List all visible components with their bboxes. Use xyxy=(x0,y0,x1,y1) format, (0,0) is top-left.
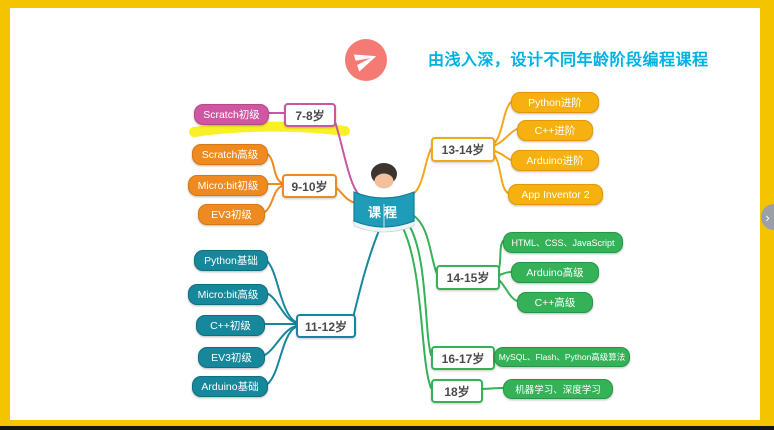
node-arduino-advanced[interactable]: Arduino进阶 xyxy=(511,150,599,171)
node-arduino-senior[interactable]: Arduino高级 xyxy=(511,262,599,283)
node-cpp-senior[interactable]: C++高级 xyxy=(517,292,593,313)
node-age-13-14[interactable]: 13-14岁 xyxy=(431,137,495,162)
node-ml-dl[interactable]: 机器学习、深度学习 xyxy=(503,379,613,399)
node-ev3-beginner-9-10[interactable]: EV3初级 xyxy=(198,204,265,225)
node-cpp-beginner[interactable]: C++初级 xyxy=(196,315,265,336)
node-arduino-basic[interactable]: Arduino基础 xyxy=(192,376,268,397)
chevron-right-icon: › xyxy=(765,209,770,225)
node-cpp-advanced[interactable]: C++进阶 xyxy=(517,120,593,141)
node-microbit-beginner[interactable]: Micro:bit初级 xyxy=(188,175,268,196)
node-scratch-beginner[interactable]: Scratch初级 xyxy=(194,104,269,125)
node-age-11-12[interactable]: 11-12岁 xyxy=(296,314,356,338)
node-mysql-flash-python[interactable]: MySQL、Flash、Python高级算法 xyxy=(494,347,630,367)
node-app-inventor[interactable]: App Inventor 2 xyxy=(508,184,603,205)
node-age-18[interactable]: 18岁 xyxy=(431,379,483,403)
node-age-14-15[interactable]: 14-15岁 xyxy=(436,265,500,290)
node-python-advanced[interactable]: Python进阶 xyxy=(511,92,599,113)
node-python-basic[interactable]: Python基础 xyxy=(194,250,268,271)
node-ev3-beginner-11-12[interactable]: EV3初级 xyxy=(198,347,265,368)
node-age-9-10[interactable]: 9-10岁 xyxy=(282,174,337,198)
node-html-css-js[interactable]: HTML、CSS、JavaScript xyxy=(503,232,623,253)
node-microbit-advanced[interactable]: Micro:bit高级 xyxy=(188,284,268,305)
node-age-16-17[interactable]: 16-17岁 xyxy=(431,346,495,370)
node-age-7-8[interactable]: 7-8岁 xyxy=(284,103,336,127)
bottom-edge-bar xyxy=(0,426,774,430)
side-panel-toggle[interactable]: › xyxy=(761,204,774,230)
page-title: 由浅入深，设计不同年龄阶段编程课程 xyxy=(428,52,709,69)
node-scratch-advanced[interactable]: Scratch高级 xyxy=(192,144,268,165)
